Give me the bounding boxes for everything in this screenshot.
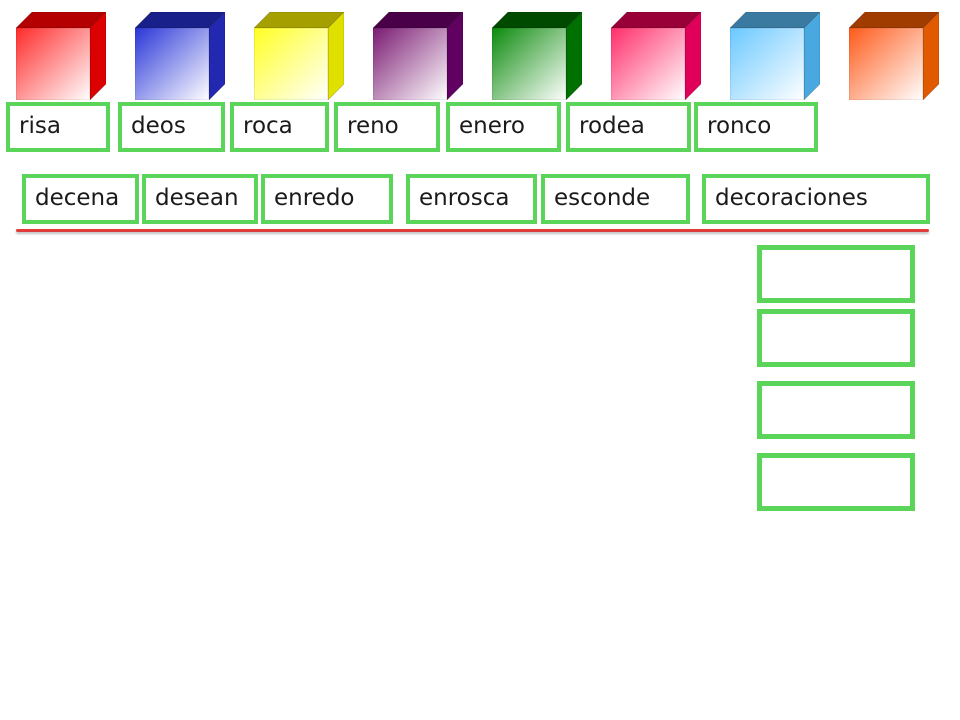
cube-front-face bbox=[373, 27, 448, 100]
word-tile-roca[interactable]: roca bbox=[230, 102, 329, 152]
cube-yellow[interactable] bbox=[254, 12, 344, 100]
cube-front-face bbox=[16, 27, 91, 100]
cube-blue[interactable] bbox=[135, 12, 225, 100]
cube-front-face bbox=[135, 27, 210, 100]
word-tile-enrosca[interactable]: enrosca bbox=[406, 174, 537, 224]
drop-zone-3[interactable] bbox=[757, 381, 915, 439]
drop-zone-1[interactable] bbox=[757, 245, 915, 303]
word-tile-rodea[interactable]: rodea bbox=[566, 102, 691, 152]
cube-side-face bbox=[922, 12, 939, 100]
cube-yellow-icon bbox=[254, 12, 344, 100]
cube-red[interactable] bbox=[16, 12, 106, 100]
word-tile-deos[interactable]: deos bbox=[118, 102, 225, 152]
cube-red-icon bbox=[16, 12, 106, 100]
word-tile-enero[interactable]: enero bbox=[446, 102, 561, 152]
cube-side-face bbox=[565, 12, 582, 100]
cube-light-blue-icon bbox=[730, 12, 820, 100]
cube-side-face bbox=[446, 12, 463, 100]
cube-purple[interactable] bbox=[373, 12, 463, 100]
cube-front-face bbox=[492, 27, 567, 100]
cube-pink-icon bbox=[611, 12, 701, 100]
cube-side-face bbox=[327, 12, 344, 100]
cube-blue-icon bbox=[135, 12, 225, 100]
cube-side-face bbox=[89, 12, 106, 100]
drop-zone-2[interactable] bbox=[757, 309, 915, 367]
word-tile-reno[interactable]: reno bbox=[334, 102, 440, 152]
cube-front-face bbox=[254, 27, 329, 100]
cube-green-icon bbox=[492, 12, 582, 100]
cube-front-face bbox=[849, 27, 924, 100]
cube-side-face bbox=[803, 12, 820, 100]
word-tile-enredo[interactable]: enredo bbox=[261, 174, 393, 224]
word-tile-esconde[interactable]: esconde bbox=[541, 174, 690, 224]
cube-purple-icon bbox=[373, 12, 463, 100]
cube-light-blue[interactable] bbox=[730, 12, 820, 100]
cube-orange[interactable] bbox=[849, 12, 939, 100]
divider-line bbox=[16, 229, 929, 232]
cube-front-face bbox=[730, 27, 805, 100]
drop-zone-4[interactable] bbox=[757, 453, 915, 511]
cube-side-face bbox=[684, 12, 701, 100]
word-tile-desean[interactable]: desean bbox=[142, 174, 258, 224]
cube-pink[interactable] bbox=[611, 12, 701, 100]
word-tile-decena[interactable]: decena bbox=[22, 174, 139, 224]
cube-orange-icon bbox=[849, 12, 939, 100]
word-tile-decoraciones[interactable]: decoraciones bbox=[702, 174, 930, 224]
word-tile-ronco[interactable]: ronco bbox=[694, 102, 818, 152]
cube-front-face bbox=[611, 27, 686, 100]
word-tile-risa[interactable]: risa bbox=[6, 102, 110, 152]
cube-side-face bbox=[208, 12, 225, 100]
cube-green[interactable] bbox=[492, 12, 582, 100]
